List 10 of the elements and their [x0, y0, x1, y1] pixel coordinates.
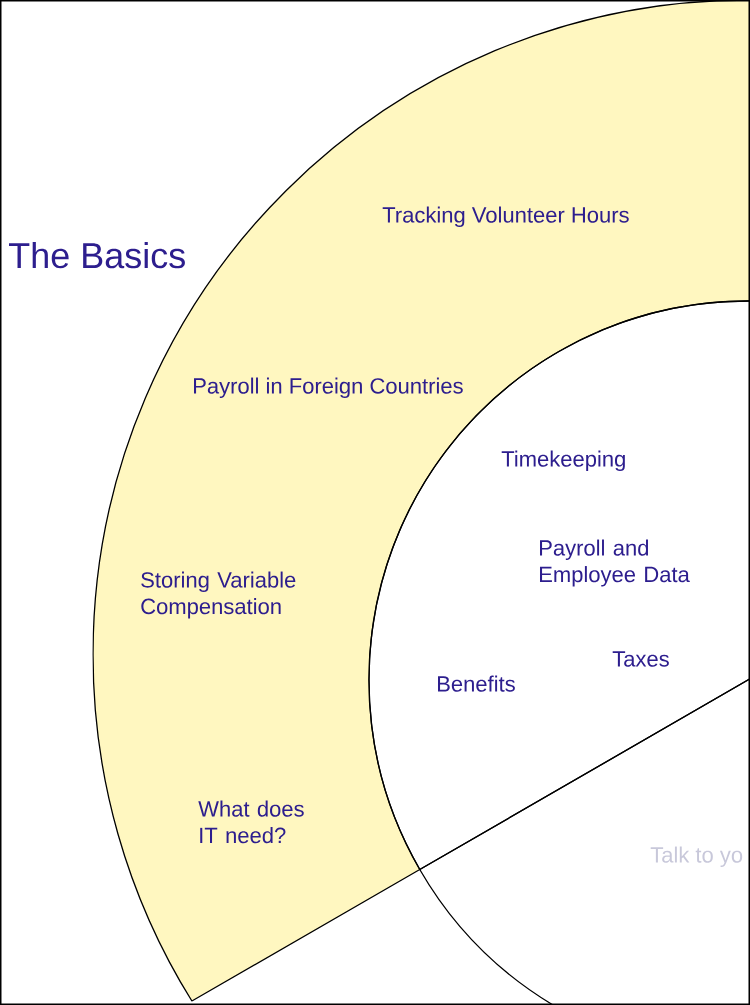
- segment-label: Payroll and Employee Data: [540, 539, 690, 587]
- segment-label: Benefits: [438, 675, 515, 692]
- segment-label: What does IT need?: [198, 800, 304, 844]
- inner-sector: [368, 300, 750, 871]
- segment-label: Tracking Volunteer Hours: [382, 206, 629, 228]
- segment-label: Storing Variable Compensation: [141, 571, 296, 619]
- segment-label: Taxes: [612, 651, 669, 667]
- segment-label: Payroll in Foreign Countries: [194, 377, 463, 399]
- segment-label: Timekeeping: [501, 450, 625, 472]
- title: The Basics: [9, 241, 185, 269]
